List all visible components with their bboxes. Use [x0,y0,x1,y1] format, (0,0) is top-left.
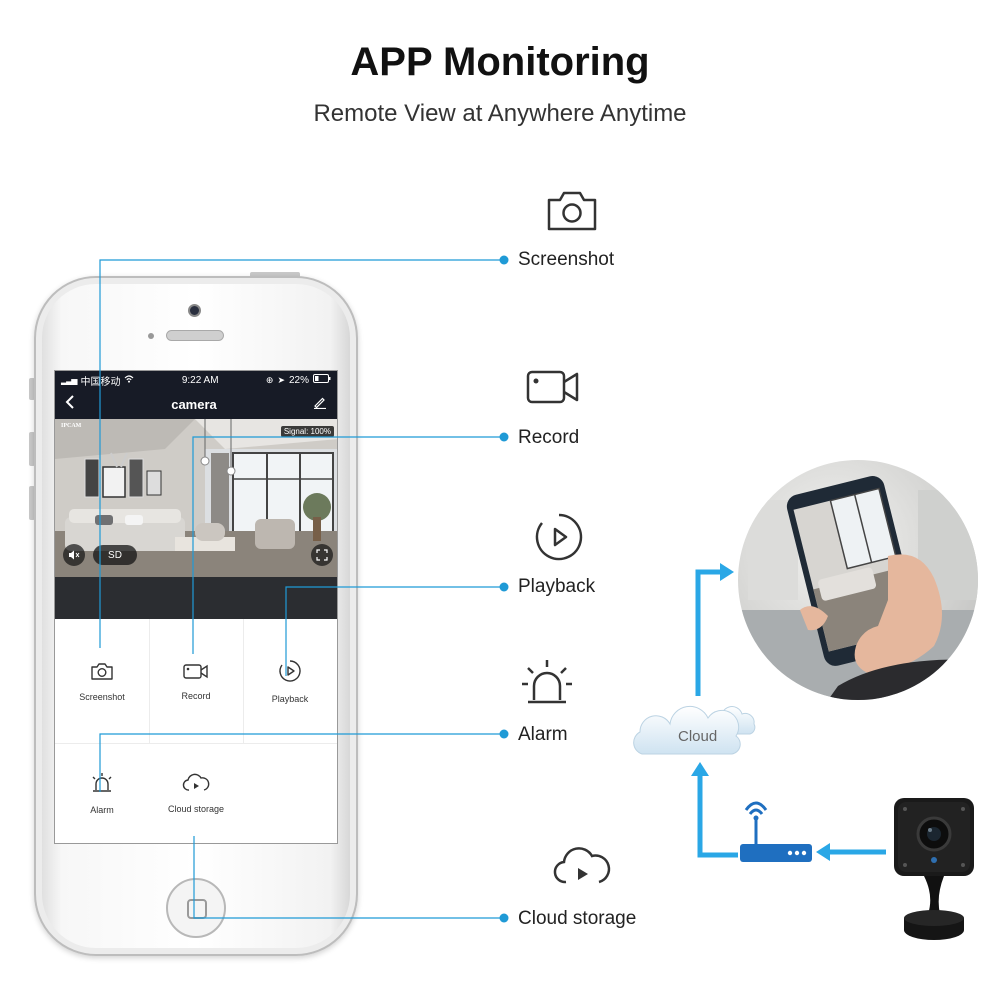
feed-watermark: IPCAM [61,423,82,429]
grid-playback-button[interactable]: Playback [243,619,337,743]
alarm-siren-icon [90,772,114,799]
cloud-label: Cloud [678,728,718,745]
grid-cloud-storage-label: Cloud storage [167,803,225,814]
cloud-storage-icon [552,842,612,895]
status-bar: ▂▃▅ 中国移动 9:22 AM ⊕ ➤ 22% [55,371,337,389]
phone-volume-down [29,486,35,520]
fullscreen-icon[interactable] [311,544,333,566]
phone-volume-up [29,432,35,466]
phone-screen: ▂▃▅ 中国移动 9:22 AM ⊕ ➤ 22% camera [54,370,338,844]
wifi-router [738,796,814,866]
function-grid: Screenshot Record Playback Alarm [55,619,337,843]
page-subtitle: Remote View at Anywhere Anytime [313,100,687,127]
back-chevron-icon[interactable] [65,394,75,414]
app-nav-bar: camera [55,389,337,419]
carrier-name: 中国移动 [80,376,121,388]
cloud-node: Cloud [632,696,758,760]
ip-camera-icon [894,798,974,940]
signal-bars-icon: ▂▃▅ [61,375,78,385]
grid-alarm-label: Alarm [90,804,114,815]
alarm-icon [520,658,574,713]
feed-control-band [55,577,337,619]
smartphone: ▂▃▅ 中国移动 9:22 AM ⊕ ➤ 22% camera [34,276,358,956]
grid-screenshot-button[interactable]: Screenshot [55,619,149,743]
hand-holding-phone-photo [738,460,978,700]
grid-screenshot-label: Screenshot [79,691,125,702]
router-icon [740,801,812,862]
grid-alarm-button[interactable]: Alarm [55,743,149,843]
nav-title: camera [171,396,217,412]
home-button[interactable] [166,878,226,938]
battery-percent: 22% [288,374,309,386]
sd-quality-toggle[interactable]: SD [93,545,137,565]
ip-camera-device [888,796,980,946]
edit-pencil-icon[interactable] [313,395,327,414]
mute-speaker-icon[interactable] [63,544,85,566]
feature-cloud-storage-label: Cloud storage [518,908,637,929]
feature-record-label: Record [518,427,580,448]
location-icon: ➤ [277,374,285,385]
status-time: 9:22 AM [181,374,219,386]
playback-circle-icon [534,512,584,567]
grid-record-button[interactable]: Record [149,619,243,743]
cloud-icon [633,705,756,755]
video-camera-icon [183,662,209,685]
proximity-sensor [148,333,154,339]
wifi-icon [124,374,134,386]
grid-cloud-storage-button[interactable]: Cloud storage [149,743,243,843]
grid-record-label: Record [181,690,211,701]
screenshot-camera-icon [546,188,598,237]
playback-icon [278,659,302,688]
grid-playback-label: Playback [271,693,309,704]
feature-screenshot-label: Screenshot [518,249,615,270]
camera-icon [90,661,114,686]
cloud-play-icon [182,773,210,798]
live-camera-feed[interactable]: IPCAM Signal: 100% SD [55,419,337,577]
rotation-lock-icon: ⊕ [265,374,274,385]
earpiece-speaker [166,330,224,341]
phone-mute-switch [29,378,35,400]
signal-strength-label: Signal: 100% [280,426,334,437]
front-camera [188,304,201,317]
page-title: APP Monitoring [350,40,650,84]
record-video-icon [526,368,580,411]
battery-icon [313,374,331,386]
feature-alarm-label: Alarm [518,724,568,745]
feature-playback-label: Playback [518,576,596,597]
